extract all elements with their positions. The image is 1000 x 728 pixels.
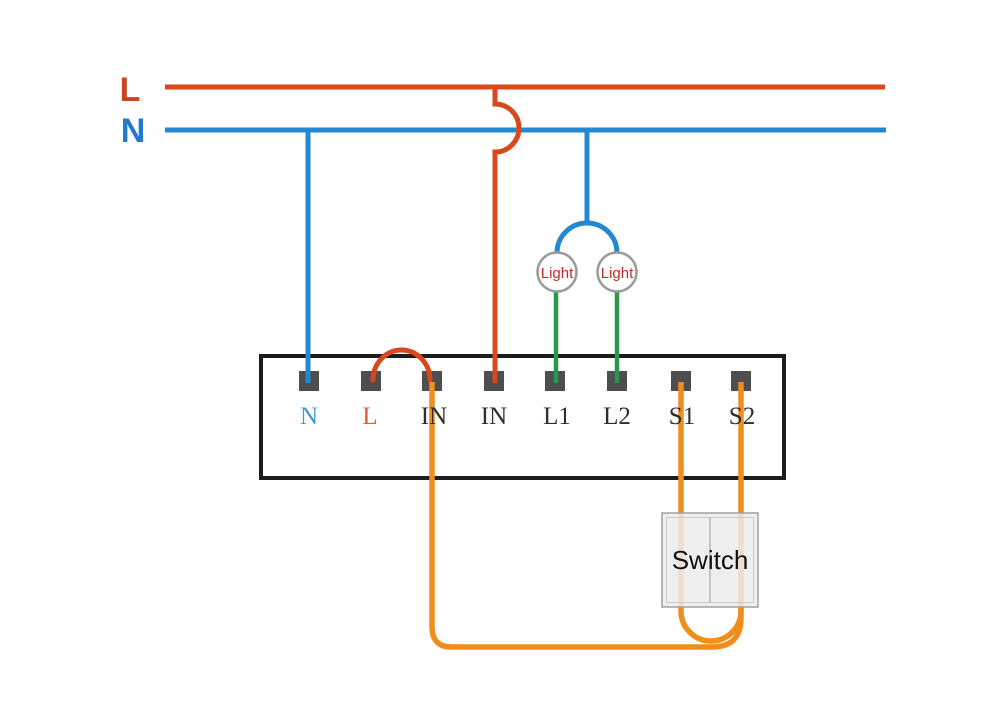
terminal-label-in1: IN xyxy=(421,403,447,430)
terminal-label-in2: IN xyxy=(481,403,507,430)
neutral-bus-label: N xyxy=(121,112,146,150)
live-bus-label: L xyxy=(120,71,141,109)
light-1-circle xyxy=(536,251,578,293)
wall-switch-label: Switch xyxy=(672,545,749,575)
terminal-pad-s2 xyxy=(731,371,751,391)
terminal-label-l1: L1 xyxy=(543,403,571,430)
live-drop-hop-wire xyxy=(492,88,522,383)
wall-switch-box: Switch xyxy=(661,512,759,608)
in-to-switch-feed-wire xyxy=(429,382,744,650)
terminal-label-s1: S1 xyxy=(669,403,695,430)
relay-module-box xyxy=(259,354,786,480)
light-2-label: Light xyxy=(601,265,634,282)
terminal-label-n: N xyxy=(300,403,318,430)
lights-neutral-arch-wire xyxy=(554,130,620,254)
light-2-circle xyxy=(596,251,638,293)
terminal-label-l: L xyxy=(362,403,377,430)
terminal-pad-s1 xyxy=(671,371,691,391)
terminal-label-l2: L2 xyxy=(603,403,631,430)
l-to-in-jumper-wire xyxy=(370,347,433,383)
light-1-label: Light xyxy=(541,265,574,282)
terminal-label-s2: S2 xyxy=(729,403,755,430)
switch-loop-wire xyxy=(678,382,744,644)
